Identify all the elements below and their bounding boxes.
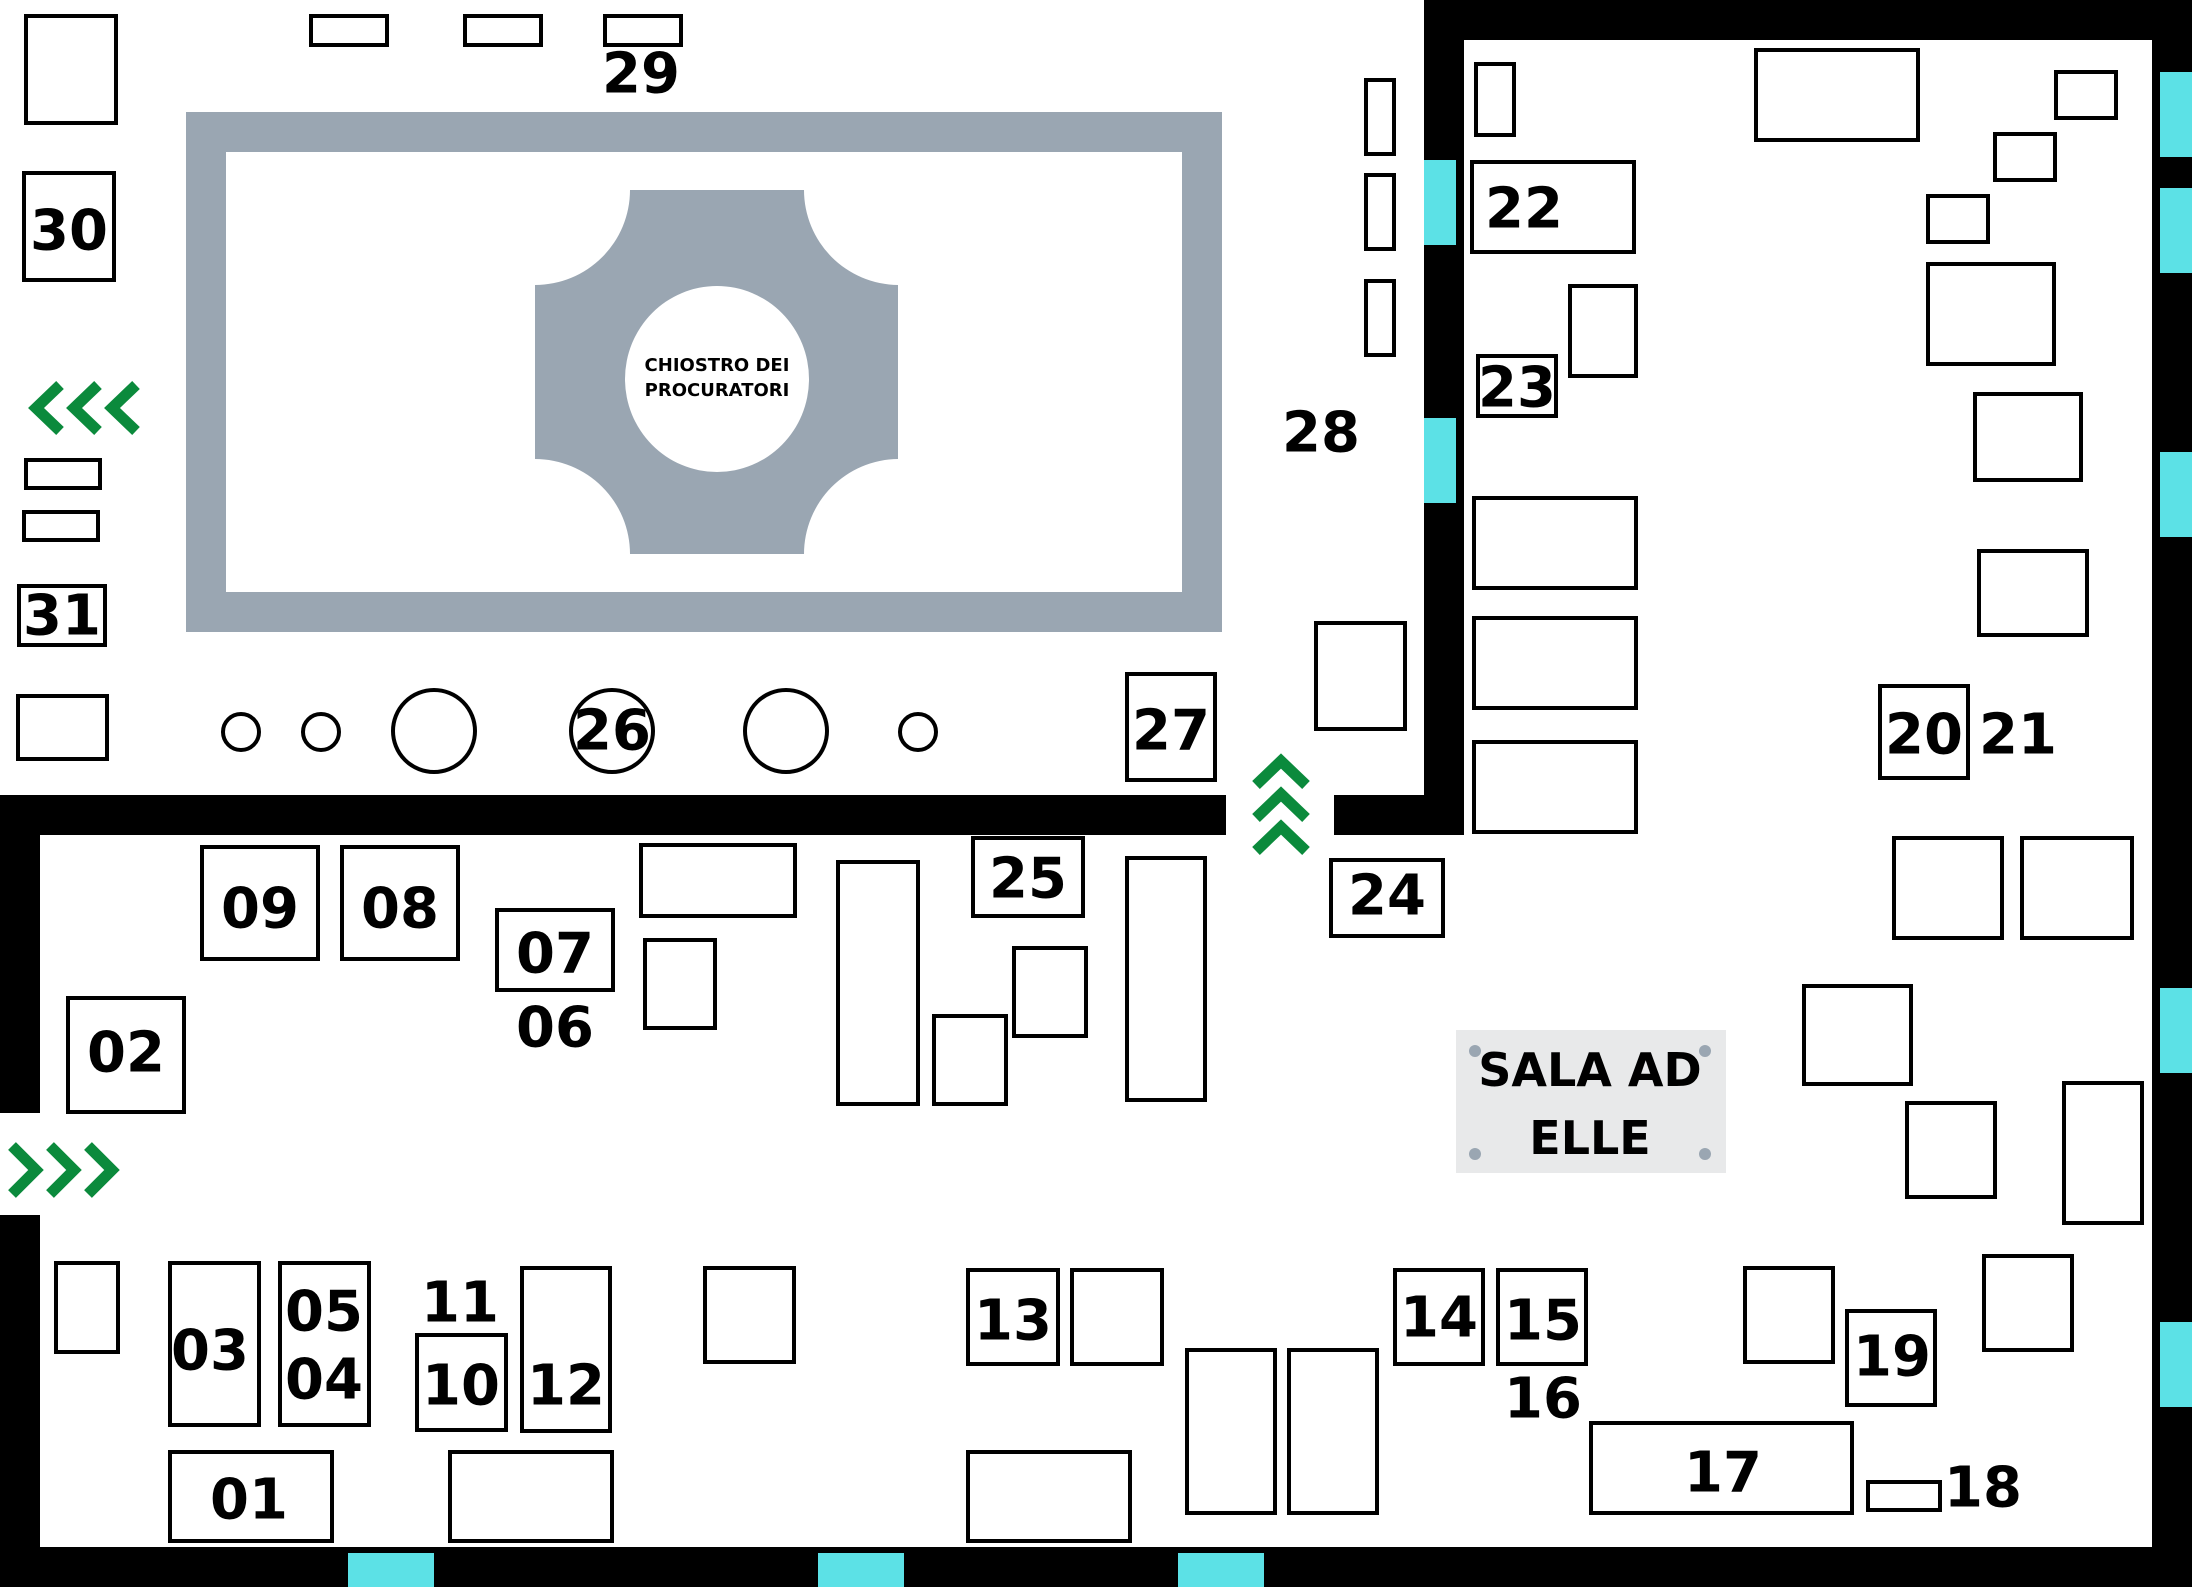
stand-18-label: 18 xyxy=(1944,1456,2022,1521)
stand-14-label: 14 xyxy=(1400,1286,1478,1351)
stand-08-label: 08 xyxy=(361,877,439,942)
stand-01-label: 01 xyxy=(210,1468,288,1533)
room-label: SALA AD ELLE xyxy=(1456,1030,1726,1173)
stand-07-label: 07 xyxy=(516,922,594,987)
stand-16-label: 16 xyxy=(1504,1367,1582,1432)
stand-17-label: 17 xyxy=(1684,1441,1762,1506)
stand-19-label: 19 xyxy=(1853,1325,1931,1390)
stand-29-label: 29 xyxy=(602,42,680,107)
stand-03-label: 03 xyxy=(171,1319,249,1384)
stand-28-label: 28 xyxy=(1282,401,1360,466)
stand-11-label: 11 xyxy=(421,1271,499,1336)
windows xyxy=(348,72,2192,1587)
stand-20-label: 20 xyxy=(1885,703,1963,768)
stand-24-label: 24 xyxy=(1348,864,1426,929)
round-tables xyxy=(221,688,938,774)
stand-26-label: 26 xyxy=(573,699,651,764)
stand-21-label: 21 xyxy=(1979,703,2057,768)
stand-06-label: 06 xyxy=(516,996,594,1061)
direction-arrow-up-icon xyxy=(1252,753,1310,855)
room-label-line1: SALA AD xyxy=(1478,1043,1701,1097)
direction-arrow-left-icon xyxy=(28,381,140,435)
stand-25-label: 25 xyxy=(989,847,1067,912)
unlabeled-stands xyxy=(16,14,2144,1543)
stand-09-label: 09 xyxy=(221,877,299,942)
cloister-label-line1: CHIOSTRO DEI xyxy=(645,355,790,376)
stand-23-label: 23 xyxy=(1478,356,1556,421)
numbered-stands: 30 29 31 26 27 28 22 23 20 21 24 25 09 0… xyxy=(17,42,2057,1543)
room-label-line2: ELLE xyxy=(1529,1111,1650,1165)
stand-31-label: 31 xyxy=(23,584,101,649)
stand-10-label: 10 xyxy=(422,1354,500,1419)
stand-22-label: 22 xyxy=(1485,177,1563,242)
stand-15-label: 15 xyxy=(1504,1289,1582,1354)
cloister-label-line2: PROCURATORI xyxy=(645,380,790,401)
stand-30-label: 30 xyxy=(30,199,108,264)
cloister: CHIOSTRO DEI PROCURATORI xyxy=(186,112,1222,632)
direction-arrow-right-icon xyxy=(8,1142,120,1198)
stand-13-label: 13 xyxy=(974,1289,1052,1354)
stand-05-label: 05 xyxy=(285,1280,363,1345)
stand-12-label: 12 xyxy=(527,1354,605,1419)
stand-02-label: 02 xyxy=(87,1021,165,1086)
stand-27-label: 27 xyxy=(1132,699,1210,764)
stand-04-label: 04 xyxy=(285,1348,363,1413)
